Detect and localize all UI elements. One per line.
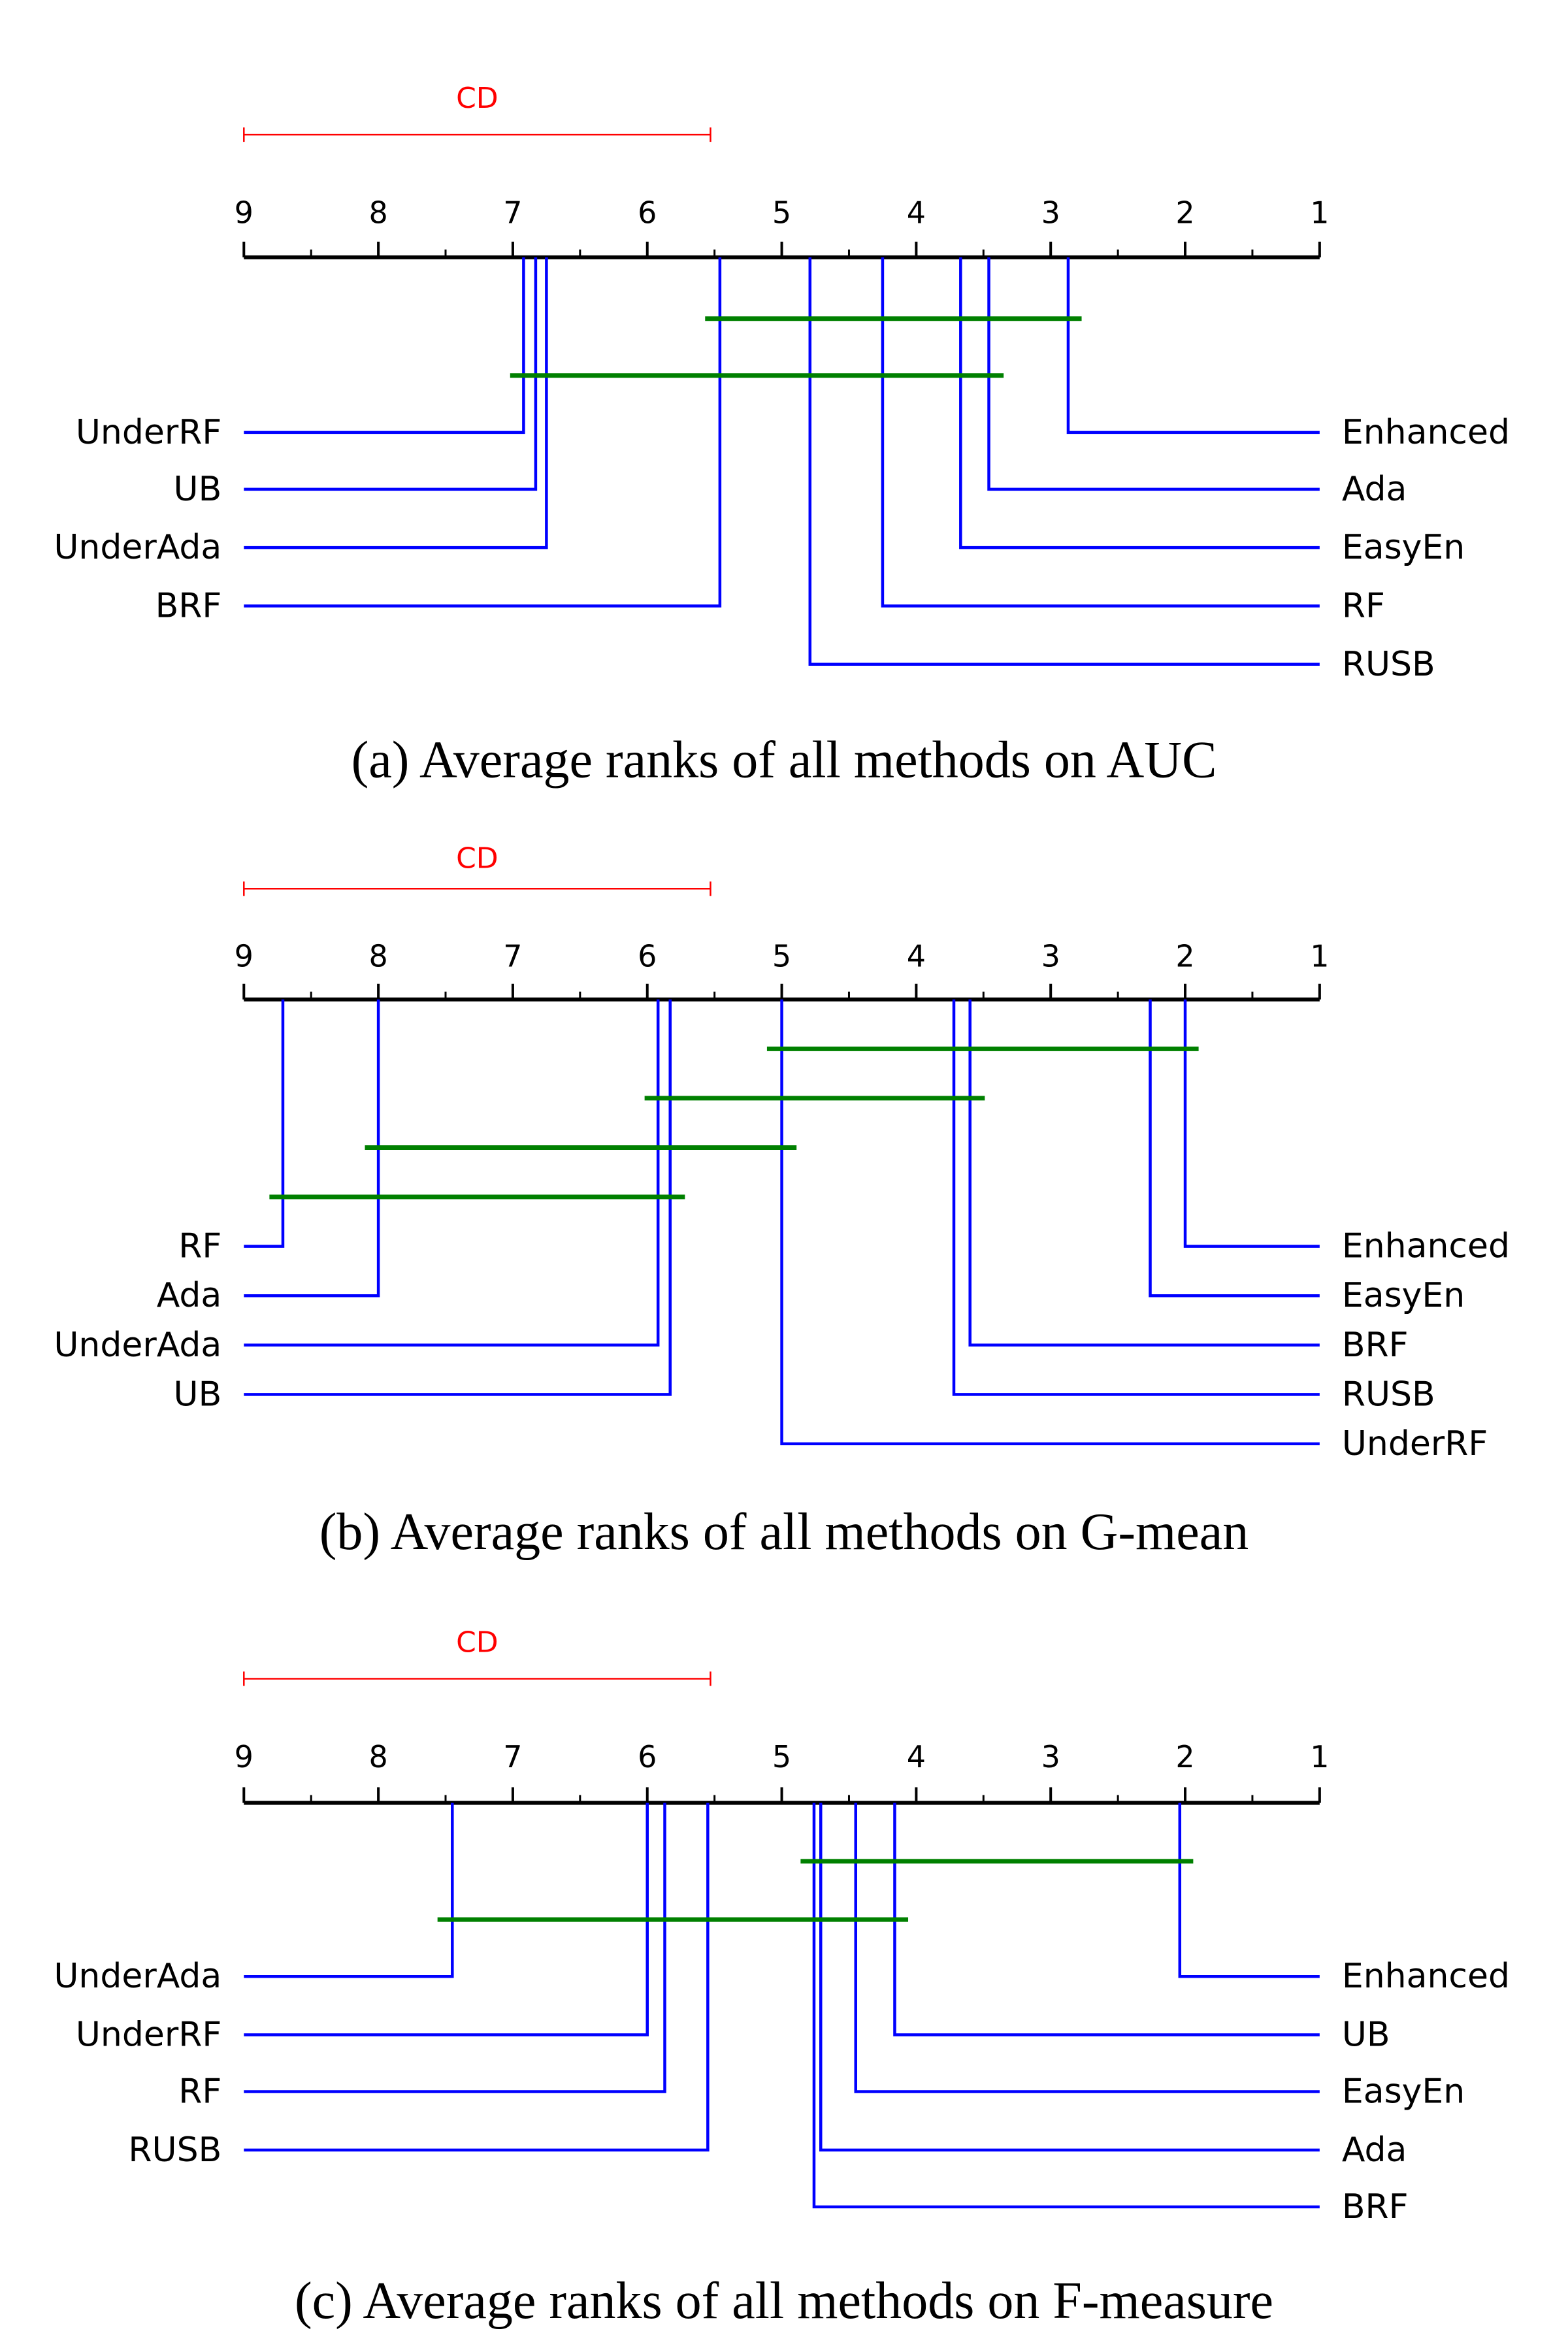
method-label: UB	[1342, 2016, 1390, 2055]
method-label: BRF	[155, 586, 222, 625]
method-label: RUSB	[128, 2131, 221, 2170]
method-connector	[1183, 999, 1320, 1248]
method-label: UnderAda	[54, 528, 221, 567]
method-label: Enhanced	[1342, 1227, 1510, 1266]
method-connector	[1066, 257, 1320, 434]
method-connector	[968, 999, 1320, 1347]
method-connector	[812, 1803, 1320, 2209]
tick-label: 1	[1310, 195, 1329, 230]
tick-label: 6	[638, 1739, 657, 1774]
tick-label: 9	[235, 1739, 253, 1774]
method-label: Enhanced	[1342, 413, 1510, 452]
tick-label: 2	[1175, 1739, 1194, 1774]
tick-label: 4	[907, 939, 926, 974]
method-connector	[244, 257, 548, 549]
method-label: RUSB	[1342, 645, 1435, 684]
tick-label: 4	[907, 195, 926, 230]
cd-label: CD	[456, 1626, 498, 1659]
tick-label: 7	[503, 939, 522, 974]
method-connector	[987, 257, 1320, 491]
tick-label: 5	[772, 195, 791, 230]
method-label: Ada	[1342, 470, 1407, 509]
method-connector	[1149, 999, 1320, 1298]
method-label: RUSB	[1342, 1375, 1435, 1414]
tick-label: 7	[503, 1739, 522, 1774]
method-connector	[854, 1803, 1320, 2093]
panel-caption: (b) Average ranks of all methods on G-me…	[319, 1503, 1249, 1561]
method-label: RF	[1342, 586, 1385, 625]
tick-label: 3	[1041, 1739, 1060, 1774]
method-connector	[244, 257, 538, 491]
tick-label: 3	[1041, 939, 1060, 974]
method-connector	[1178, 1803, 1320, 1978]
tick-label: 8	[368, 1739, 387, 1774]
method-label: UnderRF	[1342, 1424, 1488, 1463]
method-label: RF	[178, 1227, 221, 1266]
method-label: EasyEn	[1342, 528, 1465, 567]
method-label: UnderAda	[54, 1326, 221, 1365]
method-connector	[244, 999, 660, 1347]
method-connector	[959, 257, 1320, 549]
method-label: RF	[178, 2072, 221, 2112]
tick-label: 5	[772, 1739, 791, 1774]
method-connector	[244, 1803, 454, 1978]
tick-label: 1	[1310, 1739, 1329, 1774]
method-connector	[244, 1803, 649, 2036]
method-connector	[893, 1803, 1320, 2036]
tick-label: 2	[1175, 939, 1194, 974]
method-connector	[780, 999, 1320, 1446]
tick-label: 6	[638, 939, 657, 974]
method-label: EasyEn	[1342, 2072, 1465, 2112]
tick-label: 9	[235, 939, 253, 974]
tick-label: 8	[368, 939, 387, 974]
method-label: Ada	[1342, 2131, 1407, 2170]
tick-label: 4	[907, 1739, 926, 1774]
tick-label: 6	[638, 195, 657, 230]
method-label: BRF	[1342, 1326, 1409, 1365]
tick-label: 7	[503, 195, 522, 230]
method-connector	[244, 999, 672, 1396]
method-label: UnderAda	[54, 1957, 221, 1996]
tick-label: 5	[772, 939, 791, 974]
method-connector	[808, 257, 1320, 666]
tick-label: 3	[1041, 195, 1060, 230]
method-label: Ada	[157, 1276, 222, 1315]
panel-caption: (a) Average ranks of all methods on AUC	[351, 731, 1217, 789]
cd-label: CD	[456, 82, 498, 115]
panel-caption: (c) Average ranks of all methods on F-me…	[295, 2272, 1273, 2330]
method-label: Enhanced	[1342, 1957, 1510, 1996]
method-connector	[244, 1803, 666, 2093]
method-connector	[244, 999, 380, 1298]
tick-label: 2	[1175, 195, 1194, 230]
tick-label: 8	[368, 195, 387, 230]
method-connector	[244, 257, 525, 434]
method-label: UB	[174, 1375, 222, 1414]
method-label: BRF	[1342, 2187, 1409, 2227]
method-label: UnderRF	[76, 413, 221, 452]
method-connector	[952, 999, 1320, 1396]
method-connector	[244, 999, 285, 1248]
method-label: UB	[174, 470, 222, 509]
tick-label: 9	[235, 195, 253, 230]
cd-label: CD	[456, 842, 498, 875]
method-label: EasyEn	[1342, 1276, 1465, 1315]
method-label: UnderRF	[76, 2016, 221, 2055]
tick-label: 1	[1310, 939, 1329, 974]
